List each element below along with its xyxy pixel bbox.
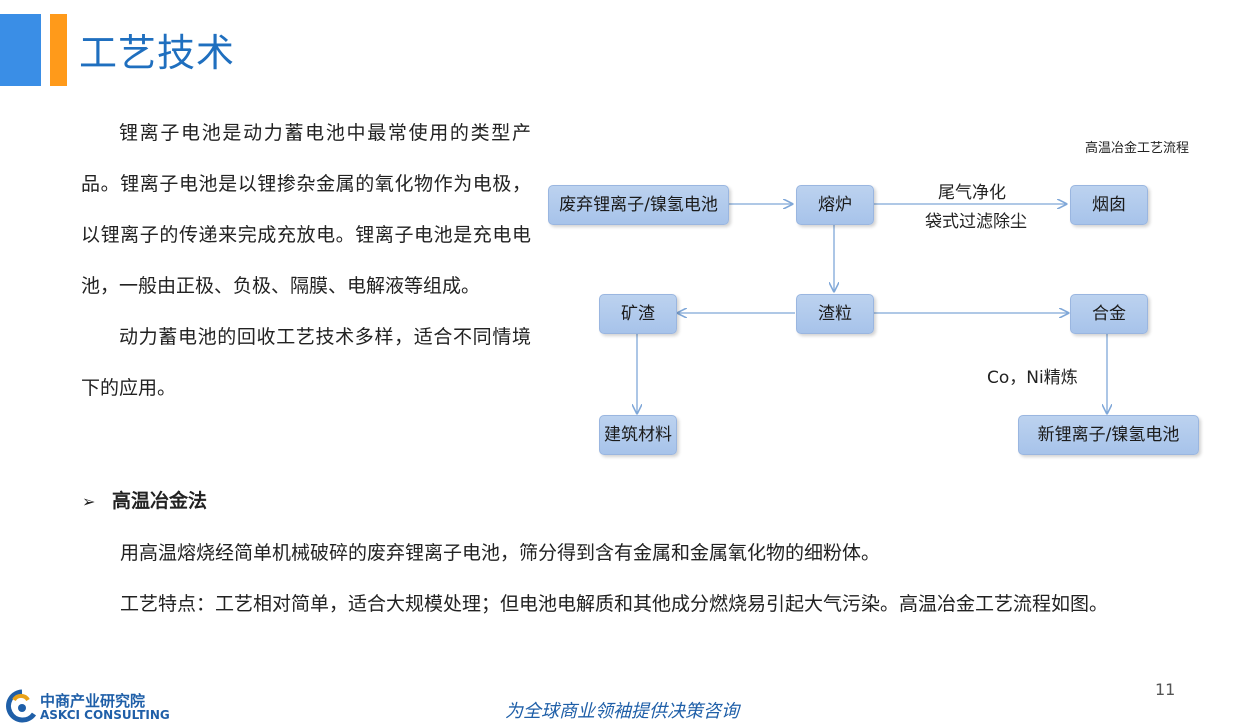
- section-heading-text: 高温冶金法: [112, 490, 208, 512]
- section-body: 用高温熔烧经简单机械破碎的废弃锂离子电池，筛分得到含有金属和金属氧化物的细粉体。…: [82, 528, 1192, 630]
- page-title: 工艺技术: [79, 31, 236, 75]
- logo-name-cn: 中商产业研究院: [40, 692, 146, 710]
- node-new-battery: 新锂离子/镍氢电池: [1018, 415, 1199, 455]
- page-number: 11: [1155, 680, 1176, 699]
- flowchart-title: 高温冶金工艺流程: [1085, 141, 1190, 156]
- section-paragraph: 用高温熔烧经简单机械破碎的废弃锂离子电池，筛分得到含有金属和金属氧化物的细粉体。: [120, 542, 881, 564]
- intro-text: 锂离子电池是动力蓄电池中最常使用的类型产品。锂离子电池是以锂掺杂金属的氧化物作为…: [81, 108, 531, 414]
- flowchart-connectors: [540, 125, 1220, 475]
- node-slag: 渣粒: [796, 294, 874, 334]
- label-co-ni-refining: Co，Ni精炼: [987, 368, 1078, 388]
- node-waste-battery: 废弃锂离子/镍氢电池: [548, 185, 729, 225]
- footer-slogan: 为全球商业领袖提供决策咨询: [505, 701, 739, 722]
- intro-paragraph: 动力蓄电池的回收工艺技术多样，适合不同情境下的应用。: [81, 326, 531, 399]
- node-ore-slag: 矿渣: [599, 294, 677, 334]
- section-heading: ➢ 高温冶金法: [82, 486, 207, 513]
- logo-name-en: ASKCI CONSULTING: [40, 708, 170, 722]
- section-paragraph: 工艺特点：工艺相对简单，适合大规模处理；但电池电解质和其他成分燃烧易引起大气污染…: [120, 593, 1109, 615]
- header-accent-blue: [0, 14, 41, 86]
- node-building-material: 建筑材料: [599, 415, 677, 455]
- node-furnace: 熔炉: [796, 185, 874, 225]
- arrow-bullet-icon: ➢: [82, 492, 96, 511]
- label-exhaust-cleaning: 尾气净化: [938, 183, 1006, 203]
- node-chimney: 烟囱: [1070, 185, 1148, 225]
- company-logo-icon: [6, 689, 37, 723]
- header-accent-orange: [50, 14, 67, 86]
- node-alloy: 合金: [1070, 294, 1148, 334]
- label-bag-filter: 袋式过滤除尘: [925, 212, 1027, 232]
- flowchart: 高温冶金工艺流程 废弃锂离子/镍氢电池 熔炉 烟囱 尾气净化 袋式过滤除尘 矿渣…: [540, 125, 1220, 475]
- intro-paragraph: 锂离子电池是动力蓄电池中最常使用的类型产品。锂离子电池是以锂掺杂金属的氧化物作为…: [81, 122, 531, 297]
